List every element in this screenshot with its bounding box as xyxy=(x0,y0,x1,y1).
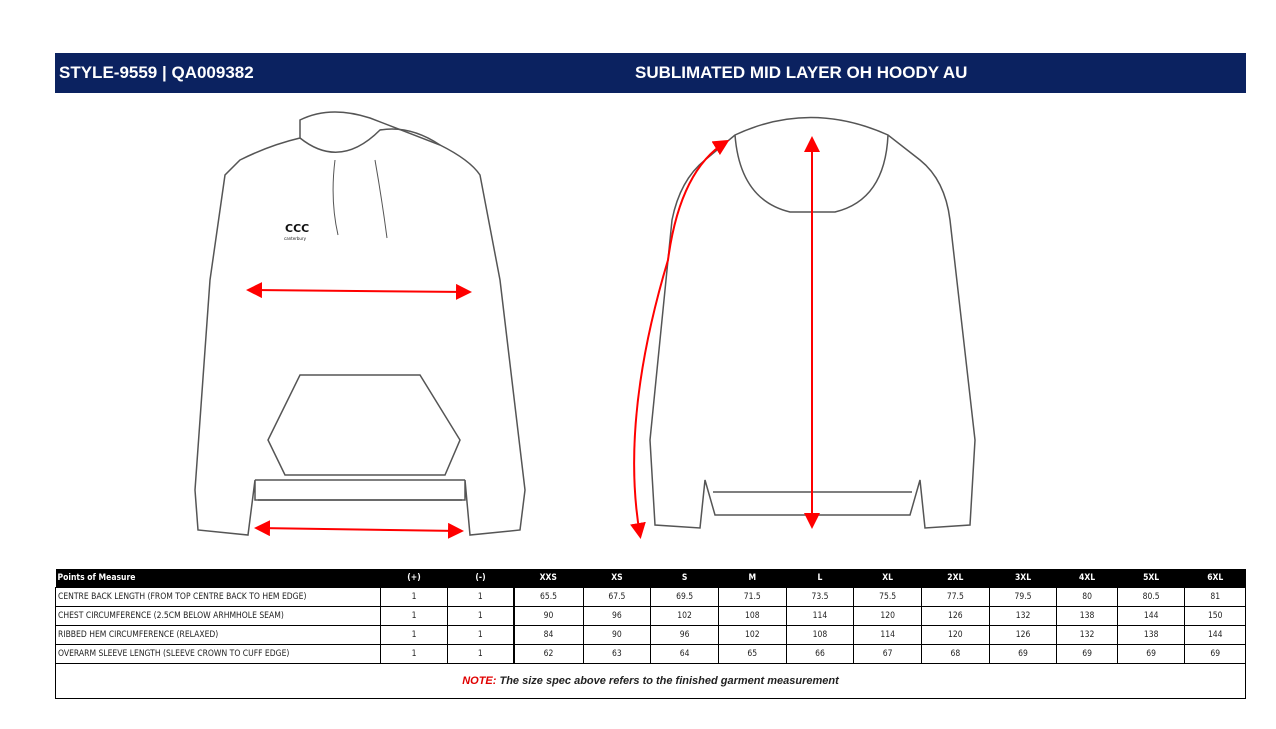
chest-arrow xyxy=(246,282,472,300)
table-row: OVERARM SLEEVE LENGTH (SLEEVE CROWN TO C… xyxy=(55,644,1246,664)
column-header: M xyxy=(718,569,787,588)
size-spec-table: Points of Measure (+) (-) XXS XS S M L X… xyxy=(55,569,1246,699)
measure-value: 1 xyxy=(380,587,448,607)
measure-value: 132 xyxy=(988,606,1058,626)
measure-value: 1 xyxy=(380,644,448,664)
measure-value: 96 xyxy=(650,625,719,645)
measure-value: 69 xyxy=(1056,644,1118,664)
measure-value: 77.5 xyxy=(921,587,990,607)
measure-value: 132 xyxy=(1056,625,1118,645)
hem-arrow xyxy=(254,520,464,539)
measure-label: CHEST CIRCUMFERENCE (2.5CM BELOW ARHMHOL… xyxy=(55,606,381,626)
measure-value: 69 xyxy=(1184,644,1246,664)
column-header: L xyxy=(786,569,854,588)
table-row: CENTRE BACK LENGTH (FROM TOP CENTRE BACK… xyxy=(55,587,1246,607)
measure-value: 126 xyxy=(921,606,990,626)
measure-value: 1 xyxy=(380,625,448,645)
measure-value: 1 xyxy=(380,606,448,626)
measure-value: 71.5 xyxy=(717,587,787,607)
measure-label: RIBBED HEM CIRCUMFERENCE (RELAXED) xyxy=(55,625,381,645)
measure-value: 69 xyxy=(988,644,1058,664)
column-header: (-) xyxy=(447,569,514,588)
measure-value: 65 xyxy=(717,644,787,664)
measure-value: 144 xyxy=(1116,606,1186,626)
measure-value: 67 xyxy=(853,644,922,664)
measure-value: 75.5 xyxy=(853,587,922,607)
measure-value: 120 xyxy=(921,625,990,645)
column-header: 2XL xyxy=(921,569,990,588)
measure-value: 108 xyxy=(785,625,855,645)
measure-value: 80.5 xyxy=(1116,587,1186,607)
garment-drawings: CCC canterbury xyxy=(194,111,976,539)
measure-value: 69.5 xyxy=(650,587,719,607)
measure-value: 84 xyxy=(512,625,584,645)
measure-label: OVERARM SLEEVE LENGTH (SLEEVE CROWN TO C… xyxy=(55,644,381,664)
measure-value: 63 xyxy=(582,644,652,664)
measure-value: 138 xyxy=(1056,606,1118,626)
measure-value: 69 xyxy=(1116,644,1186,664)
note-text: The size spec above refers to the finish… xyxy=(496,675,839,687)
header-banner: STYLE-9559 | QA009382 SUBLIMATED MID LAY… xyxy=(55,53,1246,93)
measure-value: 66 xyxy=(785,644,855,664)
measure-value: 96 xyxy=(582,606,652,626)
measure-value: 108 xyxy=(717,606,787,626)
product-title: SUBLIMATED MID LAYER OH HOODY AU xyxy=(635,63,968,82)
measure-value: 144 xyxy=(1184,625,1246,645)
measure-value: 65.5 xyxy=(512,587,584,607)
note-label: NOTE: xyxy=(462,675,497,687)
measure-value: 114 xyxy=(785,606,855,626)
measure-value: 90 xyxy=(582,625,652,645)
measure-value: 1 xyxy=(447,625,514,645)
measure-value: 120 xyxy=(853,606,922,626)
measure-value: 81 xyxy=(1184,587,1246,607)
column-header: XS xyxy=(583,569,651,588)
measure-value: 62 xyxy=(512,644,584,664)
front-hoodie-drawing xyxy=(194,111,526,536)
measure-value: 73.5 xyxy=(785,587,855,607)
measure-value: 102 xyxy=(717,625,787,645)
table-row: CHEST CIRCUMFERENCE (2.5CM BELOW ARHMHOL… xyxy=(55,606,1246,626)
column-header: XL xyxy=(853,569,922,588)
measure-value: 114 xyxy=(853,625,922,645)
measure-value: 67.5 xyxy=(582,587,652,607)
svg-text:canterbury: canterbury xyxy=(284,236,307,241)
measure-value: 79.5 xyxy=(988,587,1058,607)
column-header: (+) xyxy=(380,569,448,588)
column-header: 4XL xyxy=(1056,569,1118,588)
svg-text:CCC: CCC xyxy=(285,222,309,235)
table-header-row: Points of Measure (+) (-) XXS XS S M L X… xyxy=(55,569,1246,588)
measure-label: CENTRE BACK LENGTH (FROM TOP CENTRE BACK… xyxy=(55,587,381,607)
measure-value: 1 xyxy=(447,644,514,664)
measure-value: 1 xyxy=(447,587,514,607)
measure-value: 68 xyxy=(921,644,990,664)
measure-value: 80 xyxy=(1056,587,1118,607)
sleeve-arrow xyxy=(630,139,730,539)
measure-value: 126 xyxy=(988,625,1058,645)
measure-value: 138 xyxy=(1116,625,1186,645)
column-header: S xyxy=(650,569,719,588)
note-cell: NOTE: The size spec above refers to the … xyxy=(55,663,1246,699)
style-code: STYLE-9559 | QA009382 xyxy=(59,63,254,82)
column-header: Points of Measure xyxy=(55,569,381,588)
column-header: 5XL xyxy=(1117,569,1185,588)
measure-value: 150 xyxy=(1184,606,1246,626)
measure-value: 90 xyxy=(512,606,584,626)
column-header: XXS xyxy=(513,569,584,588)
measure-value: 102 xyxy=(650,606,719,626)
note-row: NOTE: The size spec above refers to the … xyxy=(55,663,1246,699)
measure-value: 1 xyxy=(447,606,514,626)
column-header: 3XL xyxy=(989,569,1057,588)
column-header: 6XL xyxy=(1184,569,1246,588)
canterbury-logo: CCC canterbury xyxy=(284,222,309,241)
measure-value: 64 xyxy=(650,644,719,664)
